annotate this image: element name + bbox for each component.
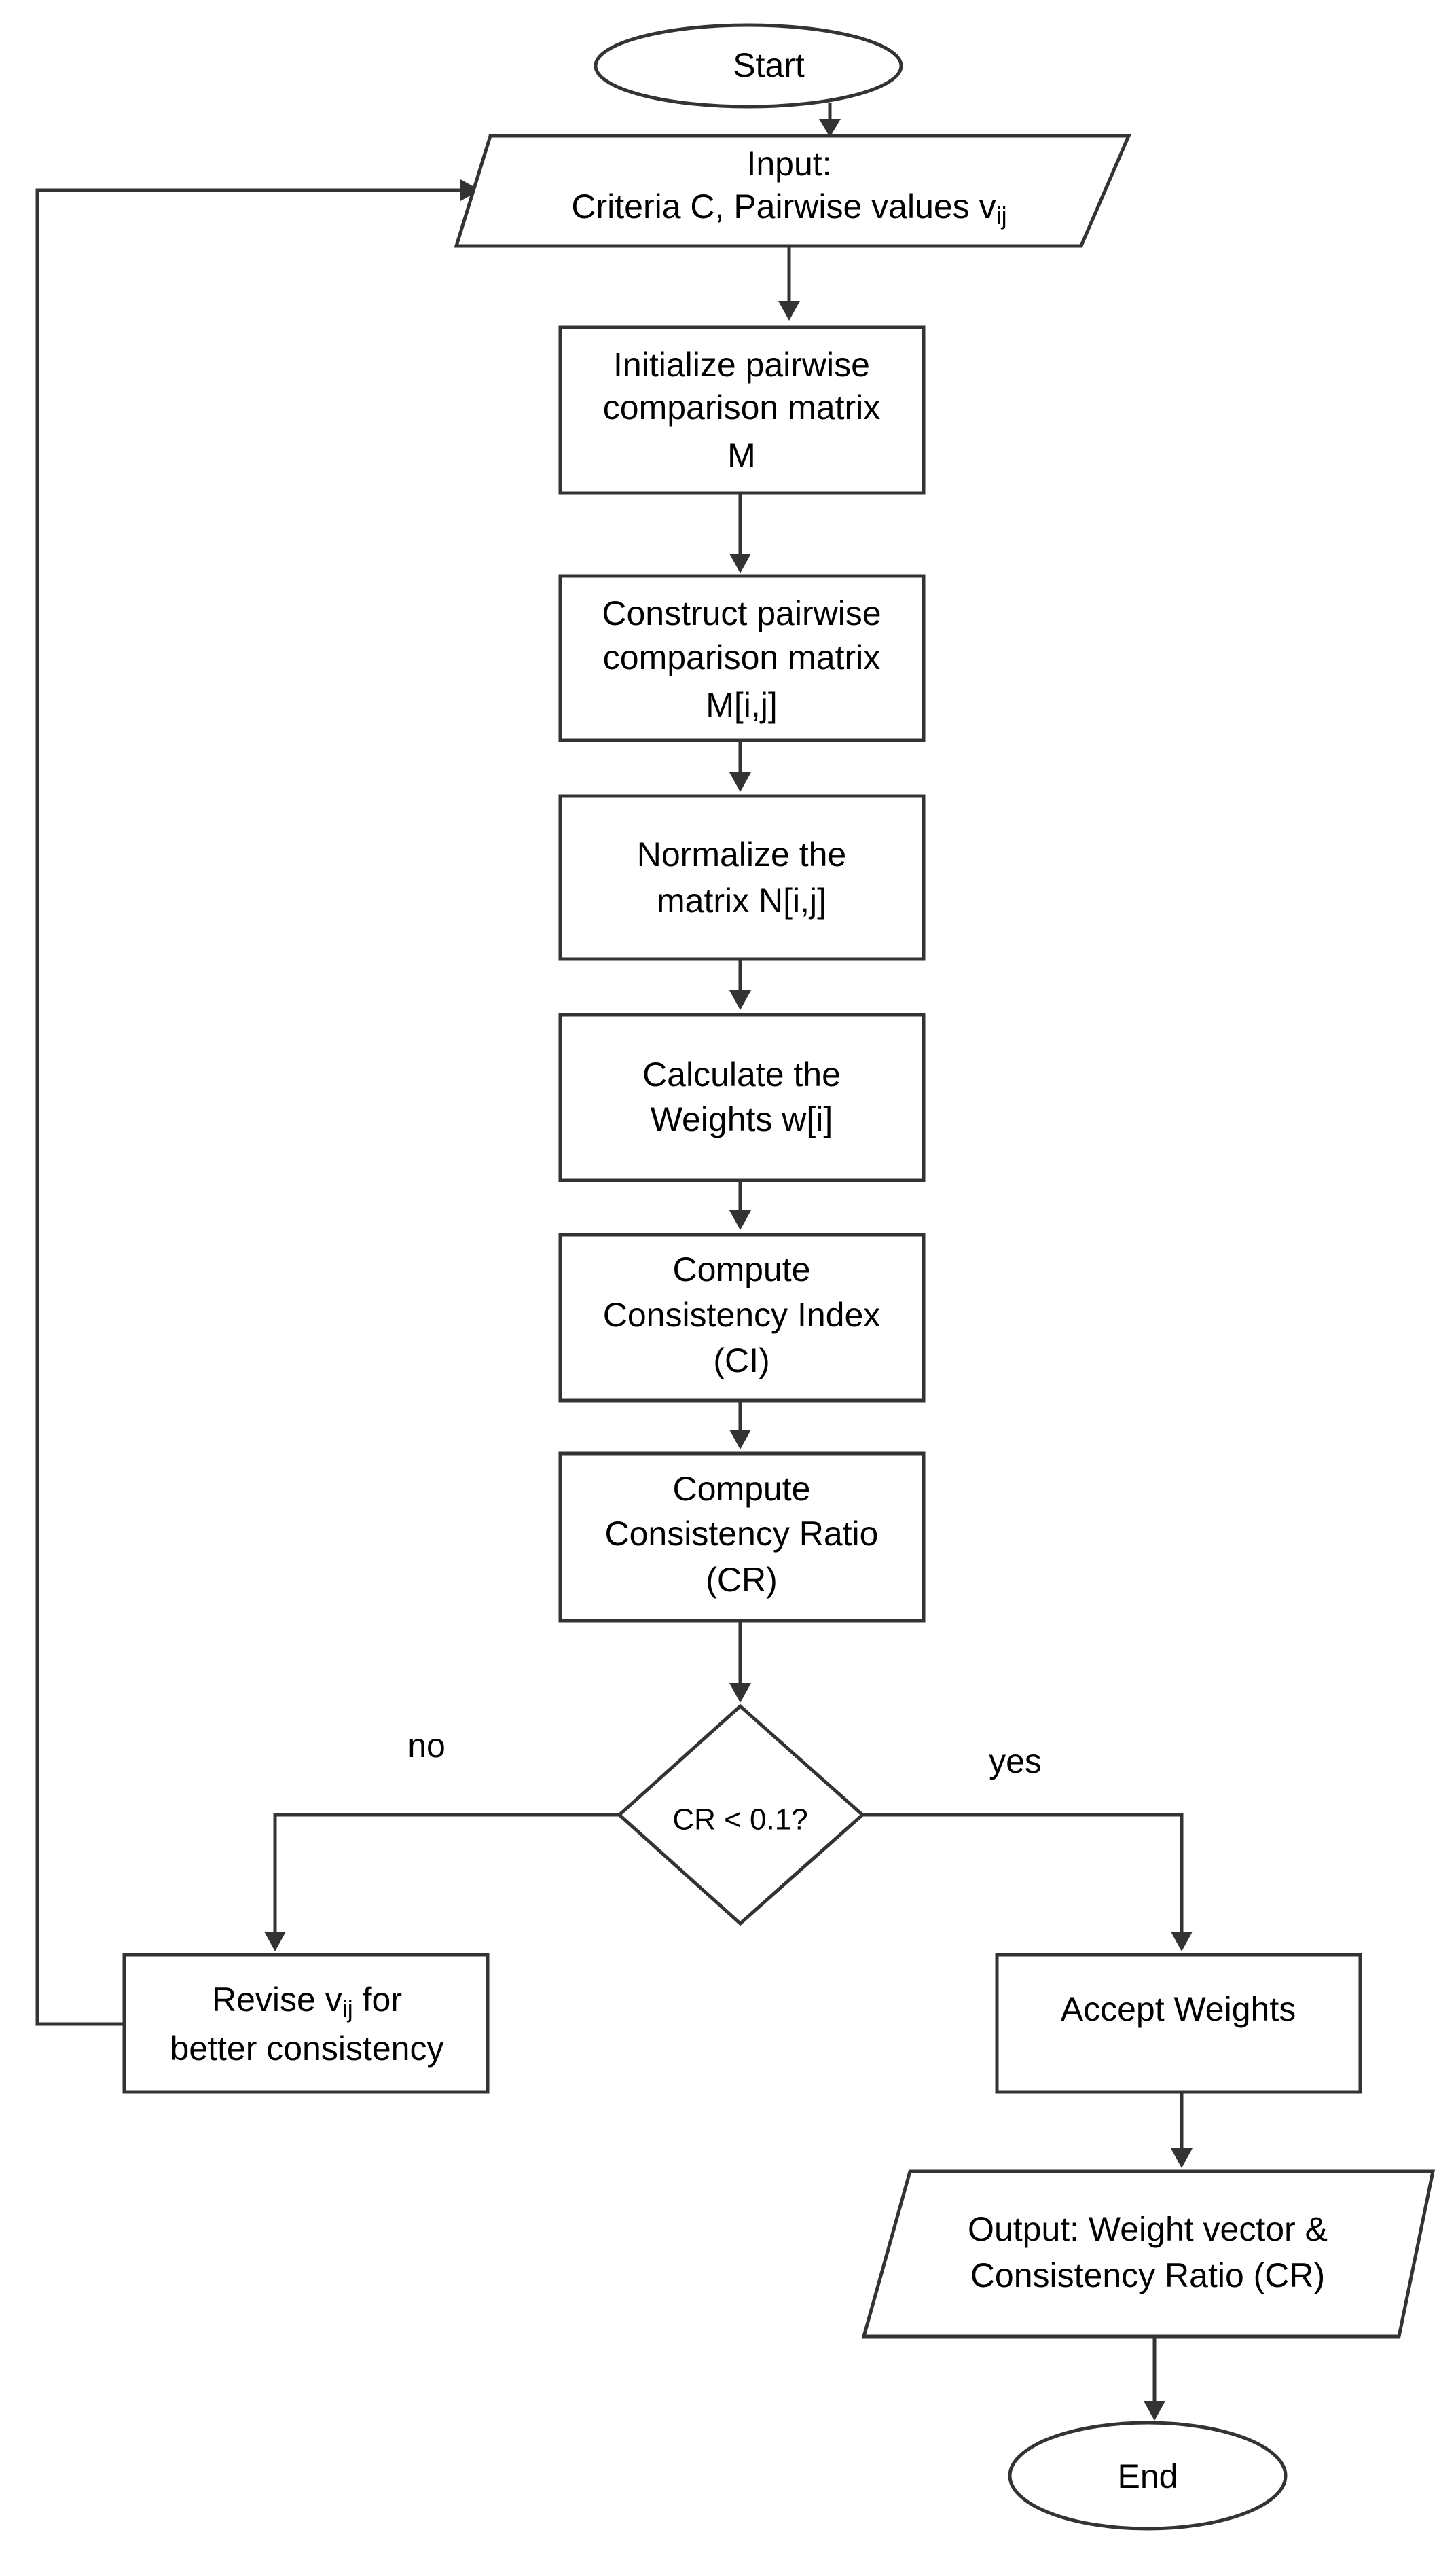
node-ci-line2: Consistency Index (603, 1296, 881, 1334)
node-weights: Calculate the Weights w[i] (558, 1013, 926, 1182)
io-output-shape (861, 2169, 1436, 2339)
arrowhead-weights-to-ci (729, 1210, 751, 1230)
node-construct-matrix-line3: M[i,j] (706, 686, 778, 724)
edge-revise-to-input (35, 188, 460, 2026)
node-revise-line1: Revise vij for (212, 1981, 402, 2022)
node-start: Start (594, 23, 903, 109)
node-input-line2-subscript: ij (996, 202, 1007, 230)
node-ci: Compute Consistency Index (CI) (558, 1233, 926, 1403)
arrowhead-decision-to-revise (264, 1932, 286, 1951)
decision-diamond-shape (617, 1703, 865, 1926)
node-construct-matrix-line2: comparison matrix (603, 638, 880, 676)
arrowhead-output-to-end (1144, 2401, 1165, 2421)
flowchart-edges (35, 103, 1193, 2421)
node-start-label: Start (733, 46, 805, 84)
arrowhead-decision-to-accept (1171, 1932, 1193, 1951)
node-init-matrix-line2: comparison matrix (603, 389, 880, 427)
node-input-line2: Criteria C, Pairwise values vij (571, 187, 1006, 229)
node-weights-line2: Weights w[i] (651, 1100, 833, 1138)
node-construct-matrix-line1: Construct pairwise (602, 594, 881, 632)
node-decision-label: CR < 0.1? (672, 1803, 807, 1837)
node-construct-matrix: Construct pairwise comparison matrix M[i… (558, 574, 926, 742)
edge-decision-to-accept (862, 1813, 1184, 1932)
node-normalize-line2: matrix N[i,j] (657, 882, 826, 920)
node-input-line2-text: Criteria C, Pairwise values v (571, 187, 996, 225)
node-end-label: End (1118, 2457, 1178, 2495)
node-cr-line2: Consistency Ratio (605, 1515, 879, 1553)
node-output-line1: Output: Weight vector & (968, 2210, 1328, 2248)
node-accept-label: Accept Weights (1061, 1990, 1296, 2028)
process-ci-shape (558, 1233, 926, 1403)
node-revise: Revise vij for better consistency (122, 1953, 490, 2094)
arrowhead-cr-to-decision (729, 1683, 751, 1703)
node-revise-line2: better consistency (170, 2029, 444, 2068)
node-output-line2: Consistency Ratio (CR) (970, 2256, 1325, 2294)
process-cr-shape (558, 1451, 926, 1623)
node-init-matrix-line1: Initialize pairwise (613, 346, 870, 384)
process-accept-shape (995, 1953, 1362, 2094)
edge-label-yes: yes (989, 1742, 1042, 1780)
node-normalize: Normalize the matrix N[i,j] (558, 794, 926, 961)
node-cr-line3: (CR) (706, 1561, 778, 1599)
arrowhead-construct-to-normalize (729, 772, 751, 792)
node-end: End (1008, 2421, 1288, 2531)
node-input-line1: Input: (746, 145, 831, 183)
node-input: Input: Criteria C, Pairwise values vij (454, 134, 1131, 248)
node-ci-line1: Compute (673, 1250, 811, 1288)
node-init-matrix-line3: M (727, 436, 756, 474)
io-input-shape (454, 134, 1131, 248)
arrowhead-revise-to-input (460, 179, 480, 201)
arrowhead-accept-to-output (1171, 2148, 1193, 2168)
node-weights-line1: Calculate the (642, 1055, 841, 1094)
node-accept: Accept Weights (995, 1953, 1362, 2094)
process-init-matrix-shape (558, 325, 926, 495)
arrowhead-start-to-input (819, 119, 841, 137)
node-cr-line1: Compute (673, 1470, 811, 1508)
process-weights-shape (558, 1013, 926, 1182)
node-decision: CR < 0.1? (617, 1703, 865, 1926)
node-ci-line3: (CI) (713, 1341, 769, 1379)
node-revise-line1-text: Revise v (212, 1981, 342, 2019)
edge-label-no: no (407, 1727, 445, 1765)
arrowhead-normalize-to-weights (729, 990, 751, 1010)
node-init-matrix: Initialize pairwise comparison matrix M (558, 325, 926, 495)
node-output: Output: Weight vector & Consistency Rati… (861, 2169, 1436, 2339)
node-revise-line1-subscript: ij (342, 1995, 353, 2023)
node-cr: Compute Consistency Ratio (CR) (558, 1451, 926, 1623)
node-normalize-line1: Normalize the (637, 835, 846, 873)
arrowhead-init-to-construct (729, 554, 751, 573)
node-revise-line1-post: for (353, 1981, 402, 2019)
terminal-start-shape (594, 23, 903, 109)
terminal-end-shape (1008, 2421, 1288, 2531)
process-revise-shape (122, 1953, 490, 2094)
process-construct-matrix-shape (558, 574, 926, 742)
arrowhead-ci-to-cr (729, 1430, 751, 1449)
process-normalize-shape (558, 794, 926, 961)
edge-decision-to-revise (273, 1813, 619, 1932)
arrowhead-input-to-init (778, 301, 800, 321)
